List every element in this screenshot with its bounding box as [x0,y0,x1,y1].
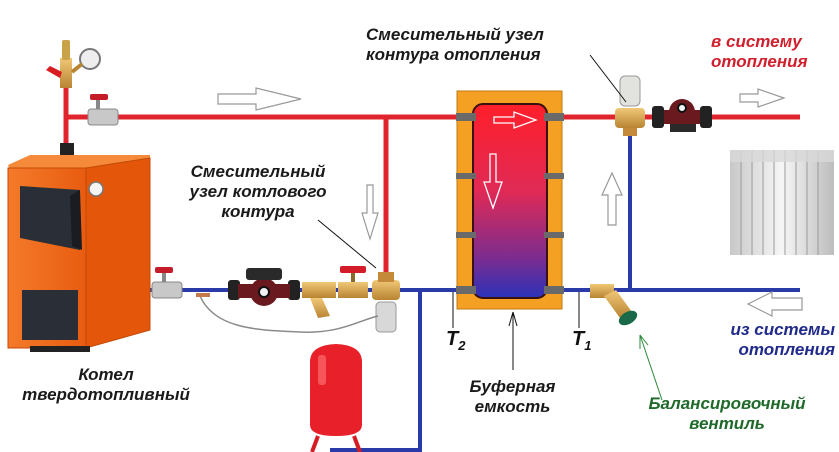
label-line: в систему [711,32,802,51]
arrow-left-from-heating [746,291,803,317]
boiler-label: Котел твердотопливный [2,365,210,405]
capillary-tube [199,295,379,333]
label-line: Смесительный [190,162,326,181]
label-line: отопления [738,340,835,359]
from-heating-system-label: из системы отопления [700,320,835,360]
label-line: узел котлового [189,182,327,201]
ball-valve-brass [338,266,368,298]
ball-valve-supply [87,94,119,126]
label-line: Балансировочный [648,394,806,413]
label-line: контура [221,202,295,221]
safety-group [46,40,101,88]
arrow-right-to-heating [739,88,786,108]
sensor-index: 1 [584,338,592,353]
balancing-valve-label: Балансировочный вентиль [632,394,822,434]
solid-fuel-boiler [7,143,151,352]
heating-mixing-unit-label: Смесительный узел контура отопления [366,25,544,65]
expansion-tank [310,344,362,452]
strainer [302,282,336,318]
radiator [730,150,834,255]
sensor-t1-label: T1 [572,328,591,353]
heating-unit-leader [589,54,627,103]
label-line: Котел [78,365,134,384]
boiler-unit-leader [317,219,377,269]
tank-arrow-down [483,153,503,210]
three-way-mixing-valve-boiler [372,272,400,333]
three-way-mixing-valve-heating [615,75,645,136]
sensor-index: 2 [458,338,466,353]
label-line: контура отопления [366,45,541,64]
circulation-pump-heating [652,99,712,132]
label-line: твердотопливный [22,385,190,404]
tank-arrow-right [493,111,538,129]
label-line: емкость [474,397,551,416]
label-line: отопления [711,52,808,71]
arrow-down-boiler-loop [361,184,379,242]
capillary-sensor [196,293,210,297]
label-line: Смесительный узел [366,25,544,44]
label-line: вентиль [689,414,765,433]
boiler-mixing-unit-label: Смесительный узел котлового контура [172,162,344,222]
arrow-right-supply [217,87,302,111]
sensor-letter: T [572,328,585,350]
balancing-leader [639,334,663,401]
buffer-tank-label: Буферная емкость [455,377,570,417]
label-line: из системы [730,320,835,339]
circulation-pump-boiler [228,268,300,306]
label-line: Буферная [469,377,556,396]
arrow-up-return [601,171,623,226]
to-heating-system-label: в систему отопления [711,32,808,72]
sensor-letter: T [446,328,459,350]
buffer-tank [456,90,564,310]
flow-arrows [217,87,803,317]
sensor-t2-label: T2 [446,328,465,353]
balancing-valve [590,284,638,326]
ball-valve-return [151,267,183,299]
